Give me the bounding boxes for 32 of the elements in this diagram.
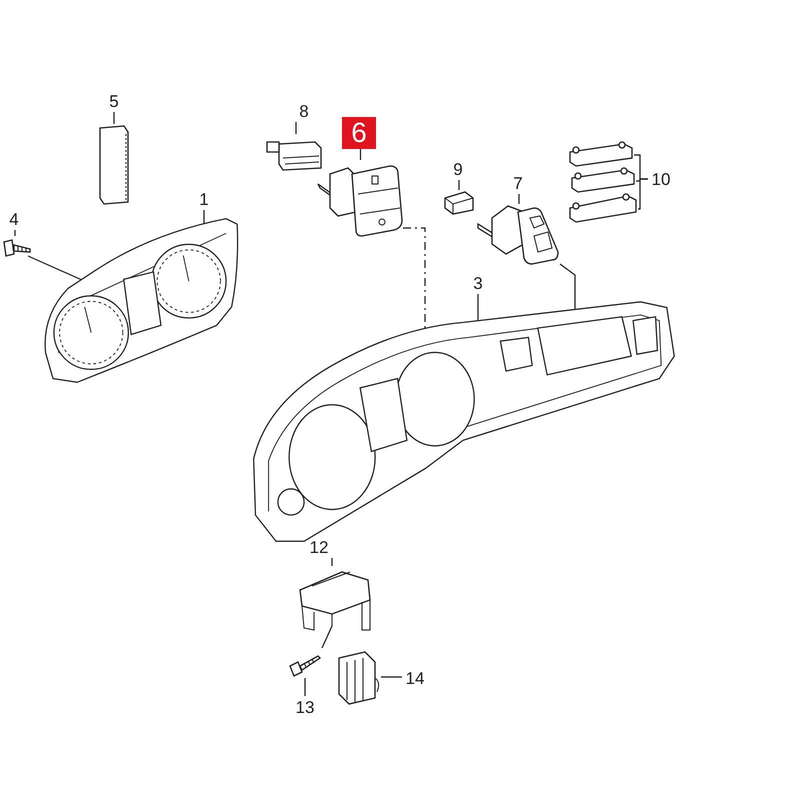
- callout-number: 14: [402, 667, 428, 689]
- leader-line: [203, 210, 205, 224]
- leader-line: [14, 230, 16, 236]
- trim-strip-drawing: [568, 194, 638, 224]
- callout-number: 13: [292, 696, 318, 718]
- trim-strip-drawing: [568, 142, 634, 168]
- leader-line: [113, 112, 115, 124]
- leader-line: [360, 149, 362, 160]
- callout-number: 3: [470, 272, 486, 294]
- callout-number: 10: [648, 168, 674, 190]
- callout-number: 1: [196, 188, 212, 210]
- assembly-line: [321, 626, 333, 648]
- switch-drawing: [478, 204, 560, 264]
- callout-number: 4: [6, 208, 22, 230]
- callout-number: 12: [306, 536, 332, 558]
- callout-number: 6: [342, 117, 376, 149]
- leader-line: [381, 676, 402, 678]
- connector-drawing: [443, 190, 475, 214]
- callout-number: 5: [106, 90, 122, 112]
- assembly-line: [28, 255, 82, 281]
- leader-line: [477, 294, 479, 321]
- callout-number: 8: [296, 100, 312, 122]
- callout-number: 9: [450, 158, 466, 180]
- leader-line: [638, 178, 648, 210]
- leader-line: [518, 194, 520, 204]
- leader-line: [331, 558, 333, 566]
- leader-line: [304, 678, 306, 696]
- leader-line: [295, 122, 297, 134]
- callout-number: 7: [510, 172, 526, 194]
- trim-strip-drawing: [570, 168, 636, 194]
- assembly-line: [560, 264, 576, 310]
- leader-line: [458, 180, 460, 190]
